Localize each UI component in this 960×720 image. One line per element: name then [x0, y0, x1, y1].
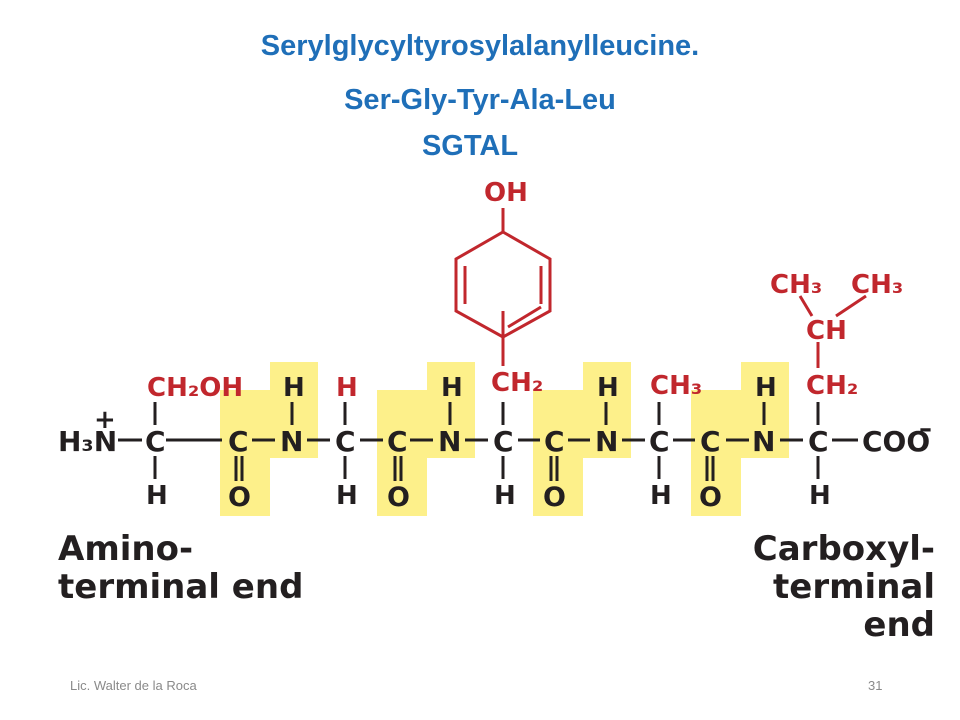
leucine-ch: CH: [806, 316, 847, 346]
carbonyl-oxygen-4: O: [699, 482, 722, 513]
amide-nitrogen-4: N: [752, 425, 775, 458]
side-chain-labels: CH₂OH H CH₂ OH CH₃ CH₂ CH CH₃ CH₃: [147, 178, 903, 403]
alpha-carbon-1: C: [145, 425, 166, 458]
carbonyl-carbon-3: C: [544, 425, 565, 458]
footer-author: Lic. Walter de la Roca: [70, 678, 197, 693]
serine-side-chain: CH₂OH: [147, 373, 243, 403]
amino-terminal-label-line2: terminal end: [58, 567, 304, 607]
n-terminal-group: H₃N: [58, 425, 117, 458]
tyrosine-ch2: CH₂: [491, 368, 543, 398]
page-number: 31: [868, 678, 883, 693]
amide-nitrogen-1: N: [280, 425, 303, 458]
carboxyl-terminal-label: Carboxyl- terminal end: [700, 530, 935, 644]
alanine-side-chain: CH₃: [650, 371, 702, 401]
amide-nitrogen-2: N: [438, 425, 461, 458]
alpha-carbon-3: C: [493, 425, 514, 458]
leucine-ch3-left: CH₃: [770, 270, 822, 300]
peptide-full-name: Serylglycyltyrosylalanylleucine.: [260, 30, 700, 62]
amide-hydrogen-4: H: [755, 373, 777, 403]
amide-hydrogen-1: H: [283, 373, 305, 403]
tyrosine-hydroxyl: OH: [484, 178, 528, 208]
leucine-ch3-right: CH₃: [851, 270, 903, 300]
carbonyl-carbon-2: C: [387, 425, 408, 458]
peptide-one-letter-code: SGTAL: [421, 130, 519, 162]
carbonyl-carbon-4: C: [700, 425, 721, 458]
glycine-side-chain: H: [336, 373, 358, 403]
c-terminal-group: COO: [862, 425, 930, 458]
side-chain-bonds: [454, 208, 867, 368]
positive-charge: +: [94, 405, 116, 435]
alpha-carbon-5: C: [808, 425, 829, 458]
alpha-hydrogen-1: H: [146, 481, 168, 511]
carboxyl-terminal-label-line1: Carboxyl-: [752, 529, 935, 569]
alpha-hydrogen-4: H: [650, 481, 672, 511]
alpha-hydrogen-2: H: [336, 481, 358, 511]
carbonyl-oxygen-1: O: [228, 482, 251, 513]
carbonyl-carbon-1: C: [228, 425, 249, 458]
carbonyl-oxygens: O O O O: [228, 482, 722, 513]
amino-terminal-label-line1: Amino-: [58, 529, 194, 569]
carbonyl-oxygen-2: O: [387, 482, 410, 513]
carbonyl-oxygen-3: O: [543, 482, 566, 513]
leucine-ch2: CH₂: [806, 371, 858, 401]
amide-nitrogen-3: N: [595, 425, 618, 458]
alpha-carbon-2: C: [335, 425, 356, 458]
backbone-atoms: H₃N + C C N C C N C C N C C N C COO –: [58, 405, 932, 458]
amide-hydrogen-3: H: [597, 373, 619, 403]
alpha-carbon-4: C: [649, 425, 670, 458]
alpha-hydrogen-3: H: [494, 481, 516, 511]
carboxyl-terminal-label-line2: terminal end: [773, 567, 935, 645]
negative-charge: –: [919, 414, 932, 444]
amide-hydrogen-2: H: [441, 373, 463, 403]
backbone-hydrogens: H H H H H H H H H: [146, 373, 831, 511]
tyrosine-benzene-ring: [454, 230, 552, 339]
peptide-three-letter-code: Ser-Gly-Tyr-Ala-Leu: [344, 84, 616, 116]
vertical-bonds: [153, 402, 820, 481]
alpha-hydrogen-5: H: [809, 481, 831, 511]
amino-terminal-label: Amino- terminal end: [58, 530, 303, 606]
